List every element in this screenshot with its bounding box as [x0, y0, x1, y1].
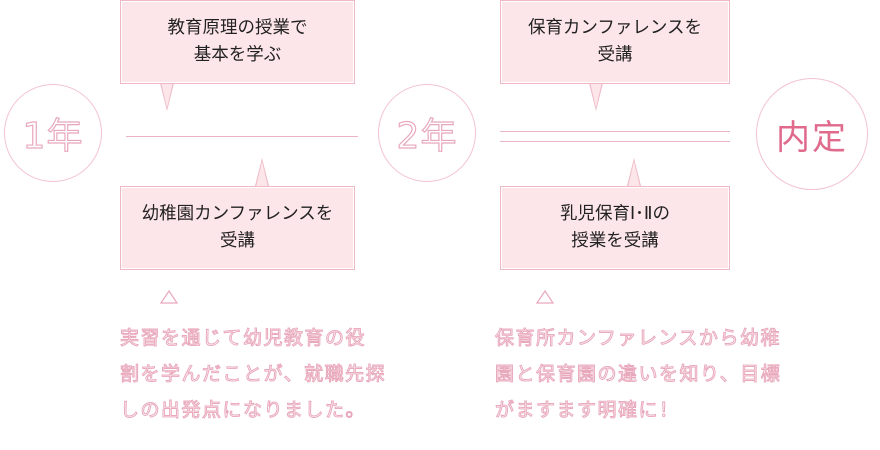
note-right: 保育所カンファレンスから幼稚 園と保育園の違いを知り、目標 がますます明確に！: [495, 327, 782, 422]
triangle-marker-icon: [536, 290, 554, 304]
stage-goal-label: 内定: [776, 117, 848, 158]
stage-goal-circle: 内定: [756, 78, 868, 190]
note-left: 実習を通じて幼児教育の役 割を学んだことが、就職先探 しの出発点になりました。: [120, 327, 387, 422]
stage-year1-label: 1年: [22, 115, 84, 157]
bubble-y2-bottom: 乳児保育Ⅰ･Ⅱの 授業を受講: [500, 186, 730, 270]
bubble-tail: [161, 82, 173, 108]
stage-year2-circle: 2年: [378, 84, 476, 182]
bubble-tail: [590, 82, 602, 108]
bubble-y1-bottom: 幼稚園カンファレンスを 受講: [120, 186, 355, 270]
bubble-y1-top-text: 教育原理の授業で 基本を学ぶ: [167, 17, 308, 65]
connector-line-2b: [500, 141, 730, 142]
triangle-marker-icon: [160, 290, 178, 304]
stage-year1-circle: 1年: [4, 84, 102, 182]
connector-line-1: [126, 136, 358, 137]
bubble-y2-top: 保育カンファレンスを 受講: [500, 0, 730, 84]
stage-year2-label: 2年: [396, 115, 458, 157]
connector-line-2a: [500, 131, 730, 132]
bubble-y2-bottom-text: 乳児保育Ⅰ･Ⅱの 授業を受講: [559, 203, 671, 251]
bubble-tail: [256, 161, 268, 187]
bubble-y1-bottom-text: 幼稚園カンファレンスを 受講: [141, 203, 334, 251]
bubble-tail: [628, 161, 640, 187]
bubble-y1-top: 教育原理の授業で 基本を学ぶ: [120, 0, 355, 84]
bubble-y2-top-text: 保育カンファレンスを 受講: [527, 17, 703, 65]
